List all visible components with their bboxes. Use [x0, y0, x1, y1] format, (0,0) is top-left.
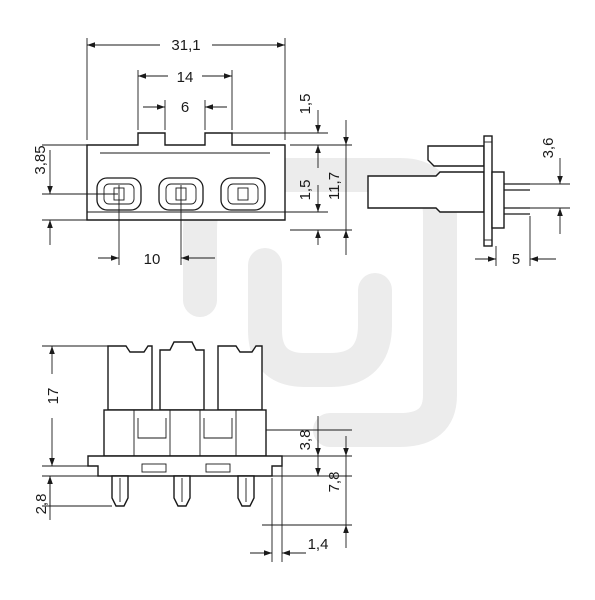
top-view-outline: [86, 132, 286, 221]
dim-label: 3,85: [32, 145, 49, 174]
dim-slot-width: 6: [143, 99, 227, 130]
dim-pin-offset: 1,5: [280, 180, 328, 245]
dim-label: 1,4: [308, 536, 329, 553]
dim-pitch-outer: 14: [137, 69, 233, 130]
side-view: [367, 135, 530, 247]
dim-notch-depth: 1,5: [232, 94, 352, 168]
front-view-latch: [217, 345, 263, 411]
contact-slot: [220, 177, 266, 211]
dim-overall-width: 31,1: [86, 37, 286, 140]
dim-label: 10: [144, 251, 161, 268]
dim-label: 7,8: [326, 472, 343, 493]
dim-label: 2,8: [33, 494, 50, 515]
front-view-pin: [237, 475, 255, 507]
front-view-housing: [103, 409, 267, 457]
dim-label: 3,6: [540, 138, 557, 159]
dim-flange-to-tip: 7,8: [262, 436, 352, 548]
side-view-flange: [483, 135, 493, 247]
side-view-latch: [427, 145, 485, 167]
side-view-housing: [367, 171, 485, 213]
dim-pin-length: 2,8: [33, 475, 112, 520]
dim-pin-width: 1,4: [250, 466, 328, 562]
dim-label: 1,5: [297, 94, 314, 115]
dim-body-height: 11,7: [290, 120, 352, 255]
top-view: [86, 132, 286, 221]
dim-label: 5: [512, 251, 520, 268]
dim-label: 11,7: [326, 172, 343, 200]
front-view-pin: [173, 475, 191, 507]
dim-label: 6: [181, 99, 189, 116]
dim-pin-spacing: 3,6: [530, 138, 570, 234]
dim-label: 3,8: [297, 430, 314, 451]
dim-label: 1,5: [297, 180, 314, 201]
dim-total-height: 17: [42, 345, 108, 467]
front-view-pin: [111, 475, 129, 507]
front-view-latch: [159, 341, 205, 411]
dim-label: 14: [177, 69, 194, 86]
side-view-base: [491, 171, 505, 229]
dim-side-offset: 3,85: [32, 144, 118, 245]
dim-label: 31,1: [171, 37, 200, 54]
front-view-latch: [107, 345, 153, 411]
front-view: [87, 341, 283, 477]
front-view-flange: [87, 455, 283, 477]
dim-contact-pitch: 10: [98, 185, 215, 268]
dim-flange-to-pin: 5: [475, 216, 556, 268]
dim-flange-height: 3,8: [266, 416, 352, 476]
dim-label: 17: [45, 388, 62, 405]
